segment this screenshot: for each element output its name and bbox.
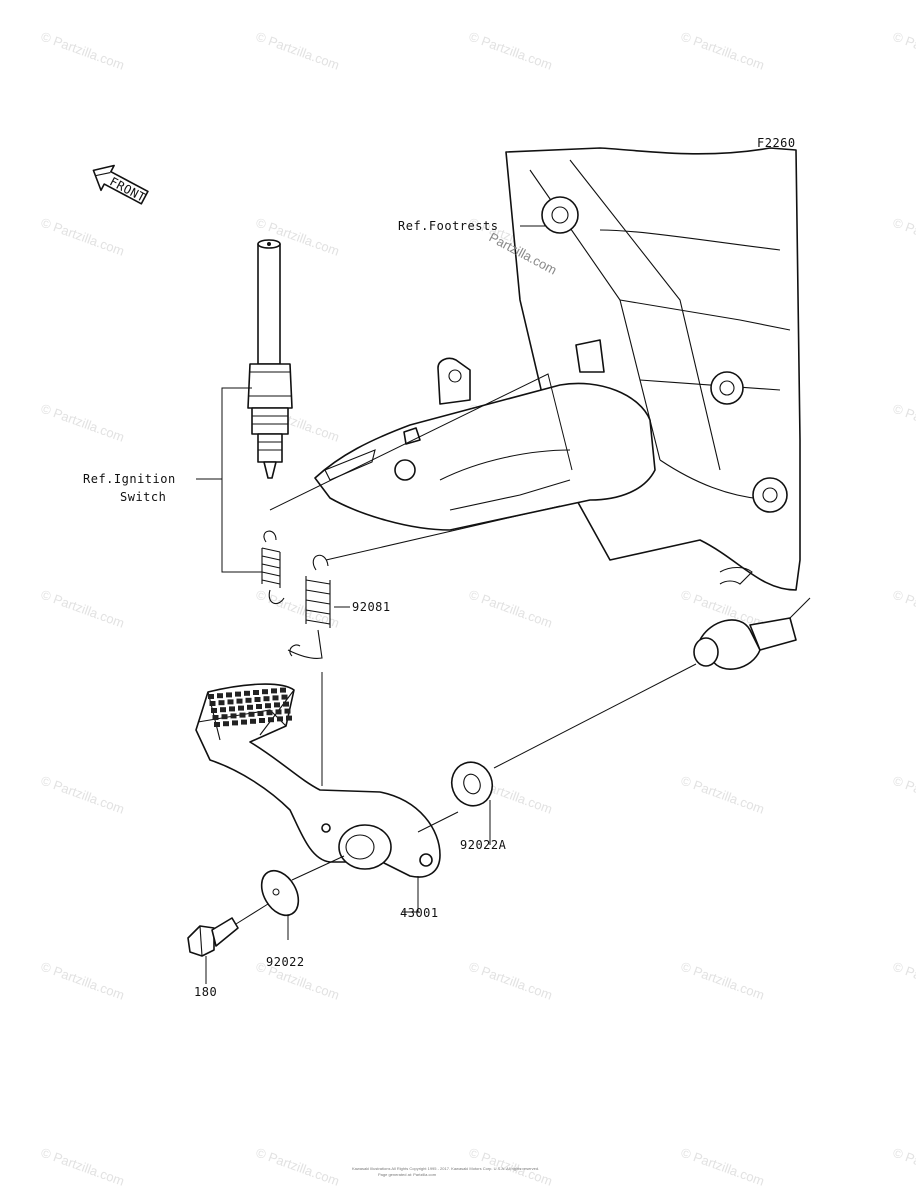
tread-block	[244, 690, 250, 696]
tread-block	[235, 691, 241, 697]
watermark-text: © Partzilla.com	[254, 1145, 341, 1189]
tread-block	[263, 696, 270, 702]
tread-block	[211, 708, 217, 713]
watermark-text: © Partzilla.com	[891, 1145, 916, 1189]
tread-block	[218, 700, 225, 706]
watermark-text: © Partzilla.com	[39, 401, 126, 445]
watermark-text: © Partzilla.com	[891, 959, 916, 1003]
tread-block	[238, 705, 244, 711]
tread-block	[217, 693, 223, 699]
label-43001[interactable]: 43001	[400, 906, 439, 920]
footer-line2: Page generated at: Partzilla.com	[378, 1172, 437, 1177]
washer-92022a	[450, 761, 494, 807]
watermark-text: © Partzilla.com	[891, 29, 916, 73]
tread-block	[248, 711, 255, 717]
tread-block	[253, 690, 259, 695]
tread-block	[272, 695, 279, 701]
tread-block	[286, 715, 292, 721]
tread-block	[220, 707, 226, 713]
tread-block	[259, 718, 265, 723]
watermark-text: © Partzilla.com	[39, 215, 126, 259]
tread-block	[277, 716, 283, 722]
tread-block	[266, 710, 273, 716]
tread-block	[229, 706, 235, 712]
front-label: FRONT	[107, 174, 148, 204]
watermark-text: © Partzilla.com	[679, 1145, 766, 1189]
tread-block	[208, 694, 214, 699]
washer-92022	[260, 869, 300, 917]
leader-lines	[196, 225, 697, 984]
tread-block	[262, 689, 268, 695]
tread-block	[241, 719, 247, 725]
footrest-bracket	[314, 339, 656, 531]
tread-block	[214, 722, 220, 727]
watermark-text: © Partzilla.com	[39, 959, 126, 1003]
watermark-text: © Partzilla.com	[891, 215, 916, 259]
watermark-text: © Partzilla.com	[467, 29, 554, 73]
tread-block	[271, 688, 277, 694]
watermark-text: © Partzilla.com	[679, 773, 766, 817]
tread-block	[221, 714, 228, 720]
watermark-text: © Partzilla.com	[254, 29, 341, 73]
front-arrow-icon: FRONT	[92, 164, 149, 205]
watermark-text: © Partzilla.com	[891, 401, 916, 445]
tread-block	[230, 713, 237, 719]
watermark-text: © Partzilla.com	[467, 959, 554, 1003]
tread-block	[254, 697, 261, 702]
tread-block	[245, 697, 252, 703]
label-ref-ignition-line1[interactable]: Ref.Ignition	[83, 472, 176, 486]
footer-line1: Kawasaki Illustrations All Rights Copyri…	[352, 1166, 539, 1171]
frame-outline	[505, 147, 801, 591]
figure-code: F2260	[757, 136, 796, 150]
tread-block	[284, 708, 291, 714]
watermark-text: © Partzilla.com	[39, 773, 126, 817]
brake-pedal-43001	[195, 683, 441, 878]
label-180[interactable]: 180	[194, 985, 217, 999]
return-spring-92081	[287, 554, 331, 659]
pedal-tread	[208, 687, 292, 727]
tread-block	[275, 709, 282, 715]
label-ref-footrests[interactable]: Ref.Footrests	[398, 219, 498, 233]
tread-block	[256, 704, 262, 709]
tread-block	[274, 702, 280, 708]
bolt-180	[187, 917, 239, 957]
tread-block	[250, 718, 256, 724]
watermark-text: © Partzilla.com	[679, 959, 766, 1003]
tread-block	[223, 721, 229, 727]
tread-block	[268, 717, 274, 723]
label-92081[interactable]: 92081	[352, 600, 391, 614]
tread-block	[281, 694, 288, 700]
tread-block	[283, 701, 289, 707]
label-92022[interactable]: 92022	[266, 955, 305, 969]
brake-light-switch	[247, 239, 293, 479]
tread-block	[212, 715, 219, 720]
tread-block	[265, 703, 271, 709]
tread-block	[236, 698, 243, 704]
tread-block	[209, 701, 216, 706]
watermark-text: © Partzilla.com	[39, 1145, 126, 1189]
label-ref-ignition-line2[interactable]: Switch	[120, 490, 166, 504]
tread-block	[247, 704, 253, 710]
watermark-text: © Partzilla.com	[891, 773, 916, 817]
watermark-text: © Partzilla.com	[891, 587, 916, 631]
watermark-text: © Partzilla.com	[679, 29, 766, 73]
part-labels: Ref.Footrests Ref.Ignition Switch 92081 …	[83, 219, 507, 999]
watermark-text: © Partzilla.com	[39, 587, 126, 631]
pivot-shaft	[693, 597, 811, 670]
tread-block	[257, 711, 264, 716]
switch-spring	[261, 530, 285, 605]
watermark-text: © Partzilla.com	[467, 587, 554, 631]
tread-block	[232, 720, 238, 726]
tread-block	[239, 712, 246, 718]
tread-block	[280, 687, 286, 693]
tread-block	[227, 699, 234, 705]
label-92022a[interactable]: 92022A	[460, 838, 507, 852]
tread-block	[226, 692, 232, 698]
watermark-text: © Partzilla.com	[39, 29, 126, 73]
